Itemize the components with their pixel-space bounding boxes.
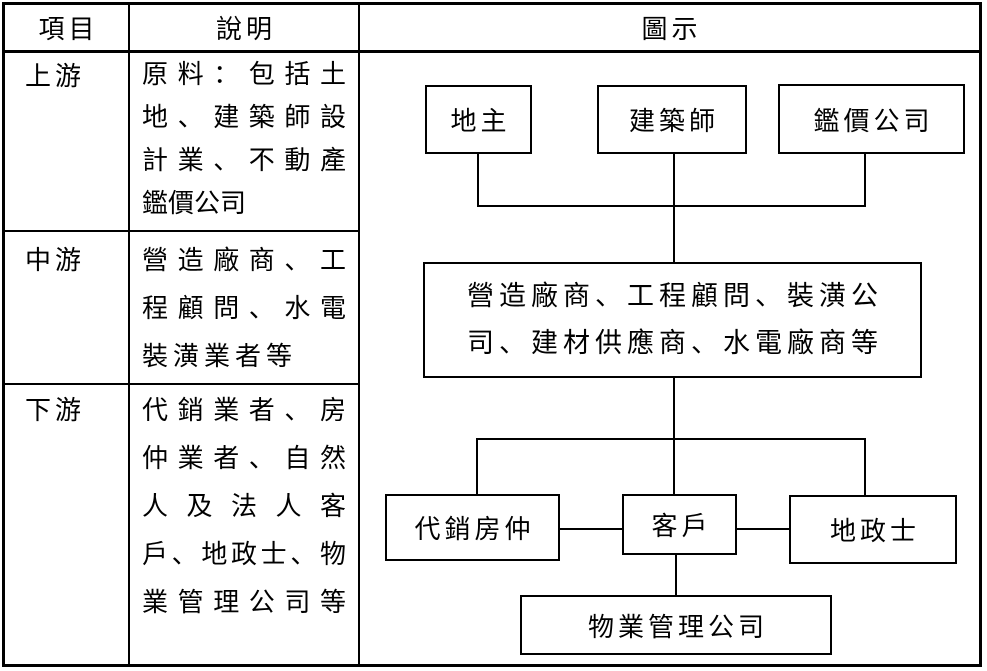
- node-appraisal-company: 鑑價公司: [778, 84, 965, 154]
- row-label: 下游: [25, 396, 86, 426]
- node-property-management-company: 物業管理公司: [520, 595, 832, 655]
- row-label: 上游: [25, 62, 86, 92]
- row-downstream-label-cell: 下游: [5, 385, 130, 664]
- connector-customer-land-agent: [737, 528, 789, 530]
- row-upstream-desc-cell: 原料：包括土 地、建築師設 計業、不動產 鑑價公司: [130, 53, 360, 232]
- node-sales-brokerage-label: 代銷房仲: [414, 515, 535, 545]
- node-sales-brokerage: 代銷房仲: [385, 494, 560, 561]
- node-appraisal-company-label: 鑑價公司: [813, 106, 934, 137]
- connector-appraisal-down: [864, 154, 866, 207]
- desc-line: 仲業者、自然: [142, 444, 346, 474]
- diagram-cell: 地主 建築師 鑑價公司 營造廠商、工程顧問、裝潢公 司、建材供應商、水電廠商等 …: [360, 53, 979, 664]
- node-customer-label: 客戶: [651, 512, 712, 542]
- node-landowner: 地主: [425, 85, 532, 154]
- header-item-label: 項目: [38, 15, 99, 45]
- header-diagram: 圖示: [360, 5, 979, 53]
- connector-branch-to-brokerage: [476, 438, 478, 496]
- desc-line: 裝潢業者等: [142, 342, 298, 372]
- node-midstream-line1: 營造廠商、工程顧問、裝潢公: [467, 281, 883, 312]
- header-description-label: 說明: [215, 15, 276, 45]
- connector-landowner-down: [477, 154, 479, 207]
- row-midstream-desc-cell: 營造廠商、工 程顧問、水電 裝潢業者等: [130, 232, 360, 385]
- connector-architect-down: [673, 154, 675, 207]
- header-description: 說明: [130, 5, 360, 53]
- desc-line: 程顧問、水電: [142, 294, 346, 324]
- node-midstream-contractors: 營造廠商、工程顧問、裝潢公 司、建材供應商、水電廠商等: [423, 262, 922, 378]
- connector-branch-to-land-agent: [864, 438, 866, 497]
- desc-line: 原料：包括土: [142, 60, 346, 90]
- connector-upstream-join: [477, 205, 866, 207]
- desc-line: 地、建築師設: [142, 103, 346, 133]
- header-item: 項目: [5, 5, 130, 53]
- node-customer: 客戶: [622, 494, 737, 555]
- connector-branch-to-customer: [673, 438, 675, 496]
- connector-downstream-branch: [476, 438, 866, 440]
- connector-customer-to-property-mgmt: [675, 555, 677, 597]
- node-land-administration-agent: 地政士: [789, 495, 957, 564]
- desc-line: 戶、地政士、物: [142, 540, 346, 570]
- row-label: 中游: [25, 246, 86, 276]
- connector-brokerage-customer: [560, 528, 622, 530]
- desc-line: 計業、不動產: [142, 146, 346, 176]
- row-midstream-label-cell: 中游: [5, 232, 130, 385]
- desc-line: 人及法人客: [142, 492, 346, 522]
- node-landowner-label: 地主: [450, 107, 511, 137]
- row-upstream-label-cell: 上游: [5, 53, 130, 232]
- desc-line: 鑑價公司: [142, 189, 247, 219]
- desc-line: 代銷業者、房: [142, 396, 346, 426]
- node-architect: 建築師: [597, 85, 747, 154]
- desc-line: 業管理公司等: [142, 588, 346, 618]
- desc-line: 營造廠商、工: [142, 246, 346, 276]
- connector-midstream-down: [673, 376, 675, 440]
- node-land-administration-agent-label: 地政士: [829, 517, 920, 547]
- node-architect-label: 建築師: [628, 107, 719, 137]
- connector-join-to-midstream: [673, 205, 675, 264]
- row-downstream-desc-cell: 代銷業者、房 仲業者、自然 人及法人客 戶、地政士、物 業管理公司等: [130, 385, 360, 664]
- node-midstream-line2: 司、建材供應商、水電廠商等: [467, 328, 883, 359]
- header-diagram-label: 圖示: [641, 15, 702, 45]
- node-property-management-company-label: 物業管理公司: [587, 612, 768, 643]
